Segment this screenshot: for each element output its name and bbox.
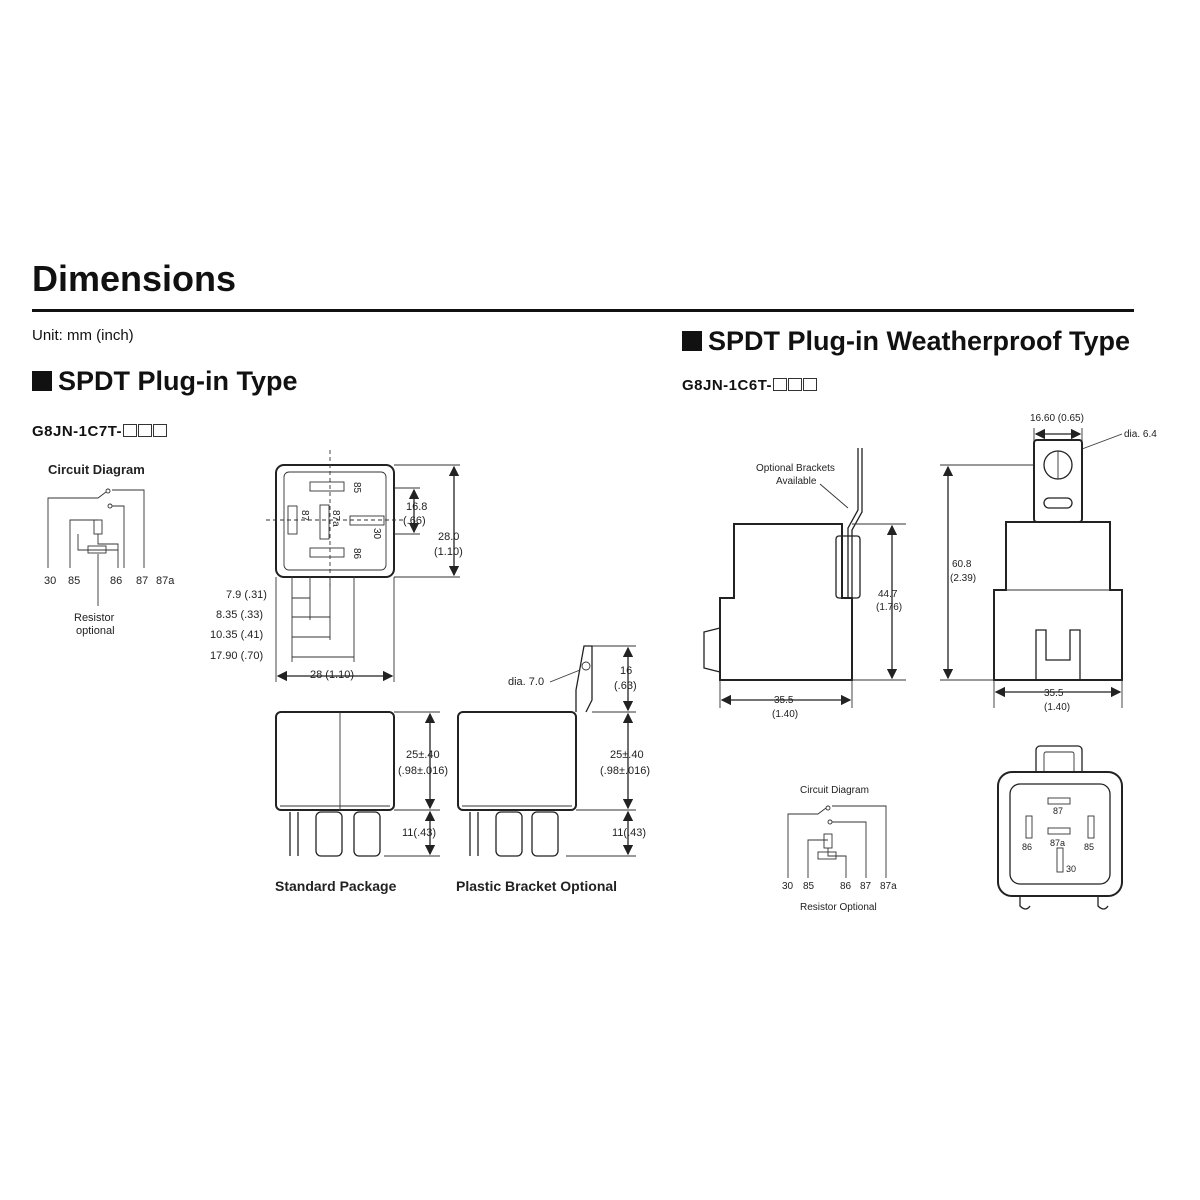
dim-label: dia. 6.4 [1124, 429, 1157, 440]
circuit-terminal-label: 85 [68, 575, 80, 587]
pin-label: 87a [1050, 838, 1065, 848]
dim-label: 16 [620, 665, 632, 677]
pin-label: 87a [330, 510, 341, 527]
dim-label: 25±.40 [406, 749, 440, 761]
title-rule [32, 309, 1134, 312]
circuit-terminal-label: 87 [860, 881, 872, 892]
dim-label: (1.40) [1044, 702, 1070, 713]
right-section-title: SPDT Plug-in Weatherproof Type [708, 326, 1131, 356]
pin-label: 85 [351, 482, 362, 494]
right-section-heading: SPDT Plug-in Weatherproof Type [682, 326, 1130, 357]
weatherproof-front-view: 16.60 (0.65) dia. 6.4 60.8 (2.39) 35.5 (… [940, 413, 1157, 713]
dim-label: 60.8 [952, 559, 972, 570]
pin-slot-icon [309, 481, 345, 492]
weatherproof-bottom-view: 87 87a 86 85 30 [997, 745, 1123, 910]
circuit-terminal-label: 87 [136, 575, 148, 587]
left-model-code: G8JN-1C7T- [32, 423, 168, 440]
pin-label: 86 [1022, 842, 1032, 852]
pin-slot-icon [1056, 847, 1064, 873]
coil-symbol [823, 833, 833, 849]
circuit-terminal-label: 30 [44, 575, 56, 587]
pin-slot-icon [309, 547, 345, 558]
pin-slot-icon [1025, 815, 1033, 839]
dim-label: 16.8 [406, 501, 427, 513]
pin-slot-icon [349, 515, 385, 526]
dim-label: 11(.43) [612, 827, 646, 839]
dim-label: 11(.43) [402, 827, 436, 839]
resistor-symbol [87, 545, 107, 554]
circuit-note-label: Resistor Optional [800, 902, 877, 913]
standard-package-view: 25±.40 (.98±.016) 11(.43) Standard Packa… [275, 711, 448, 894]
dim-label: 10.35 (.41) [210, 629, 263, 641]
left-circuit-title: Circuit Diagram [48, 462, 145, 477]
circuit-terminal-label: 30 [782, 881, 794, 892]
dim-label: (.63) [614, 680, 637, 692]
pin-slot-icon [319, 504, 330, 540]
pin-label: 30 [1066, 864, 1076, 874]
right-model-label: G8JN-1C6T- [682, 377, 773, 394]
dim-label: (1.40) [772, 709, 798, 720]
dim-label: (.66) [403, 515, 426, 527]
dim-label: (1.76) [876, 602, 902, 613]
pin-label: 86 [351, 548, 362, 560]
left-top-view: 85 87 87a 30 86 16.8 (.66) 28.0 (1.10) 7… [210, 450, 463, 682]
model-suffix-box-icon [788, 378, 803, 391]
pin-slot-icon [1047, 797, 1071, 805]
dim-label: 44.7 [878, 589, 898, 600]
dim-label: 8.35 (.33) [216, 609, 263, 621]
dim-label: 25±.40 [610, 749, 644, 761]
model-suffix-box-icon [123, 424, 138, 437]
note-label: Optional Brackets [756, 463, 835, 474]
dim-label: dia. 7.0 [508, 676, 544, 688]
dim-label: (.98±.016) [398, 765, 448, 777]
circuit-terminal-label: 85 [803, 881, 815, 892]
unit-note: Unit: mm (inch) [32, 327, 134, 344]
model-suffix-box-icon [773, 378, 788, 391]
resistor-symbol [817, 851, 837, 860]
left-circuit-diagram: Circuit Diagram 30 85 86 87 87a Resistor… [44, 462, 175, 637]
plastic-bracket-label: Plastic Bracket Optional [456, 878, 617, 894]
left-model-label: G8JN-1C7T- [32, 423, 123, 440]
left-section-title: SPDT Plug-in Type [58, 366, 298, 396]
model-suffix-box-icon [153, 424, 168, 437]
dim-label: 7.9 (.31) [226, 589, 267, 601]
circuit-terminal-label: 86 [110, 575, 122, 587]
dim-label: (2.39) [950, 573, 976, 584]
pin-label: 30 [371, 528, 382, 540]
dim-label: 28.0 [438, 531, 459, 543]
dim-label: 35.5 [1044, 688, 1064, 699]
right-circuit-diagram: Circuit Diagram 30 85 86 87 87a Resistor… [782, 785, 897, 913]
right-model-code: G8JN-1C6T- [682, 377, 818, 394]
standard-package-label: Standard Package [275, 878, 397, 894]
dim-label: 17.90 (.70) [210, 650, 263, 662]
square-bullet-icon [32, 371, 52, 391]
circuit-terminal-label: 86 [840, 881, 852, 892]
pin-slot-icon [1087, 815, 1095, 839]
left-section-heading: SPDT Plug-in Type [32, 366, 298, 397]
pin-label: 85 [1084, 842, 1094, 852]
dim-label: 16.60 (0.65) [1030, 413, 1084, 424]
pin-slot-icon [1047, 827, 1071, 835]
model-suffix-box-icon [803, 378, 818, 391]
note-label: Available [776, 476, 817, 487]
dim-label: (1.10) [434, 546, 463, 558]
dim-label: 28 (1.10) [310, 669, 354, 681]
circuit-terminal-label: 87a [880, 881, 897, 892]
pin-label: 87 [1053, 806, 1063, 816]
circuit-note-label: Resistor [74, 612, 115, 624]
square-bullet-icon [682, 331, 702, 351]
model-suffix-box-icon [138, 424, 153, 437]
right-circuit-title: Circuit Diagram [800, 785, 869, 796]
weatherproof-side-view: Optional Brackets Available 44.7 (1.76) … [703, 448, 906, 720]
coil-symbol [93, 519, 103, 535]
dim-label: 35.5 [774, 695, 794, 706]
circuit-note-label: optional [76, 625, 115, 637]
pin-label: 87 [299, 510, 310, 522]
dim-label: (.98±.016) [600, 765, 650, 777]
circuit-terminal-label: 87a [156, 575, 175, 587]
page-title: Dimensions [32, 258, 237, 299]
plastic-bracket-view: dia. 7.0 16 (.63) 25±.40 (.98±.016) 11(.… [456, 645, 650, 894]
